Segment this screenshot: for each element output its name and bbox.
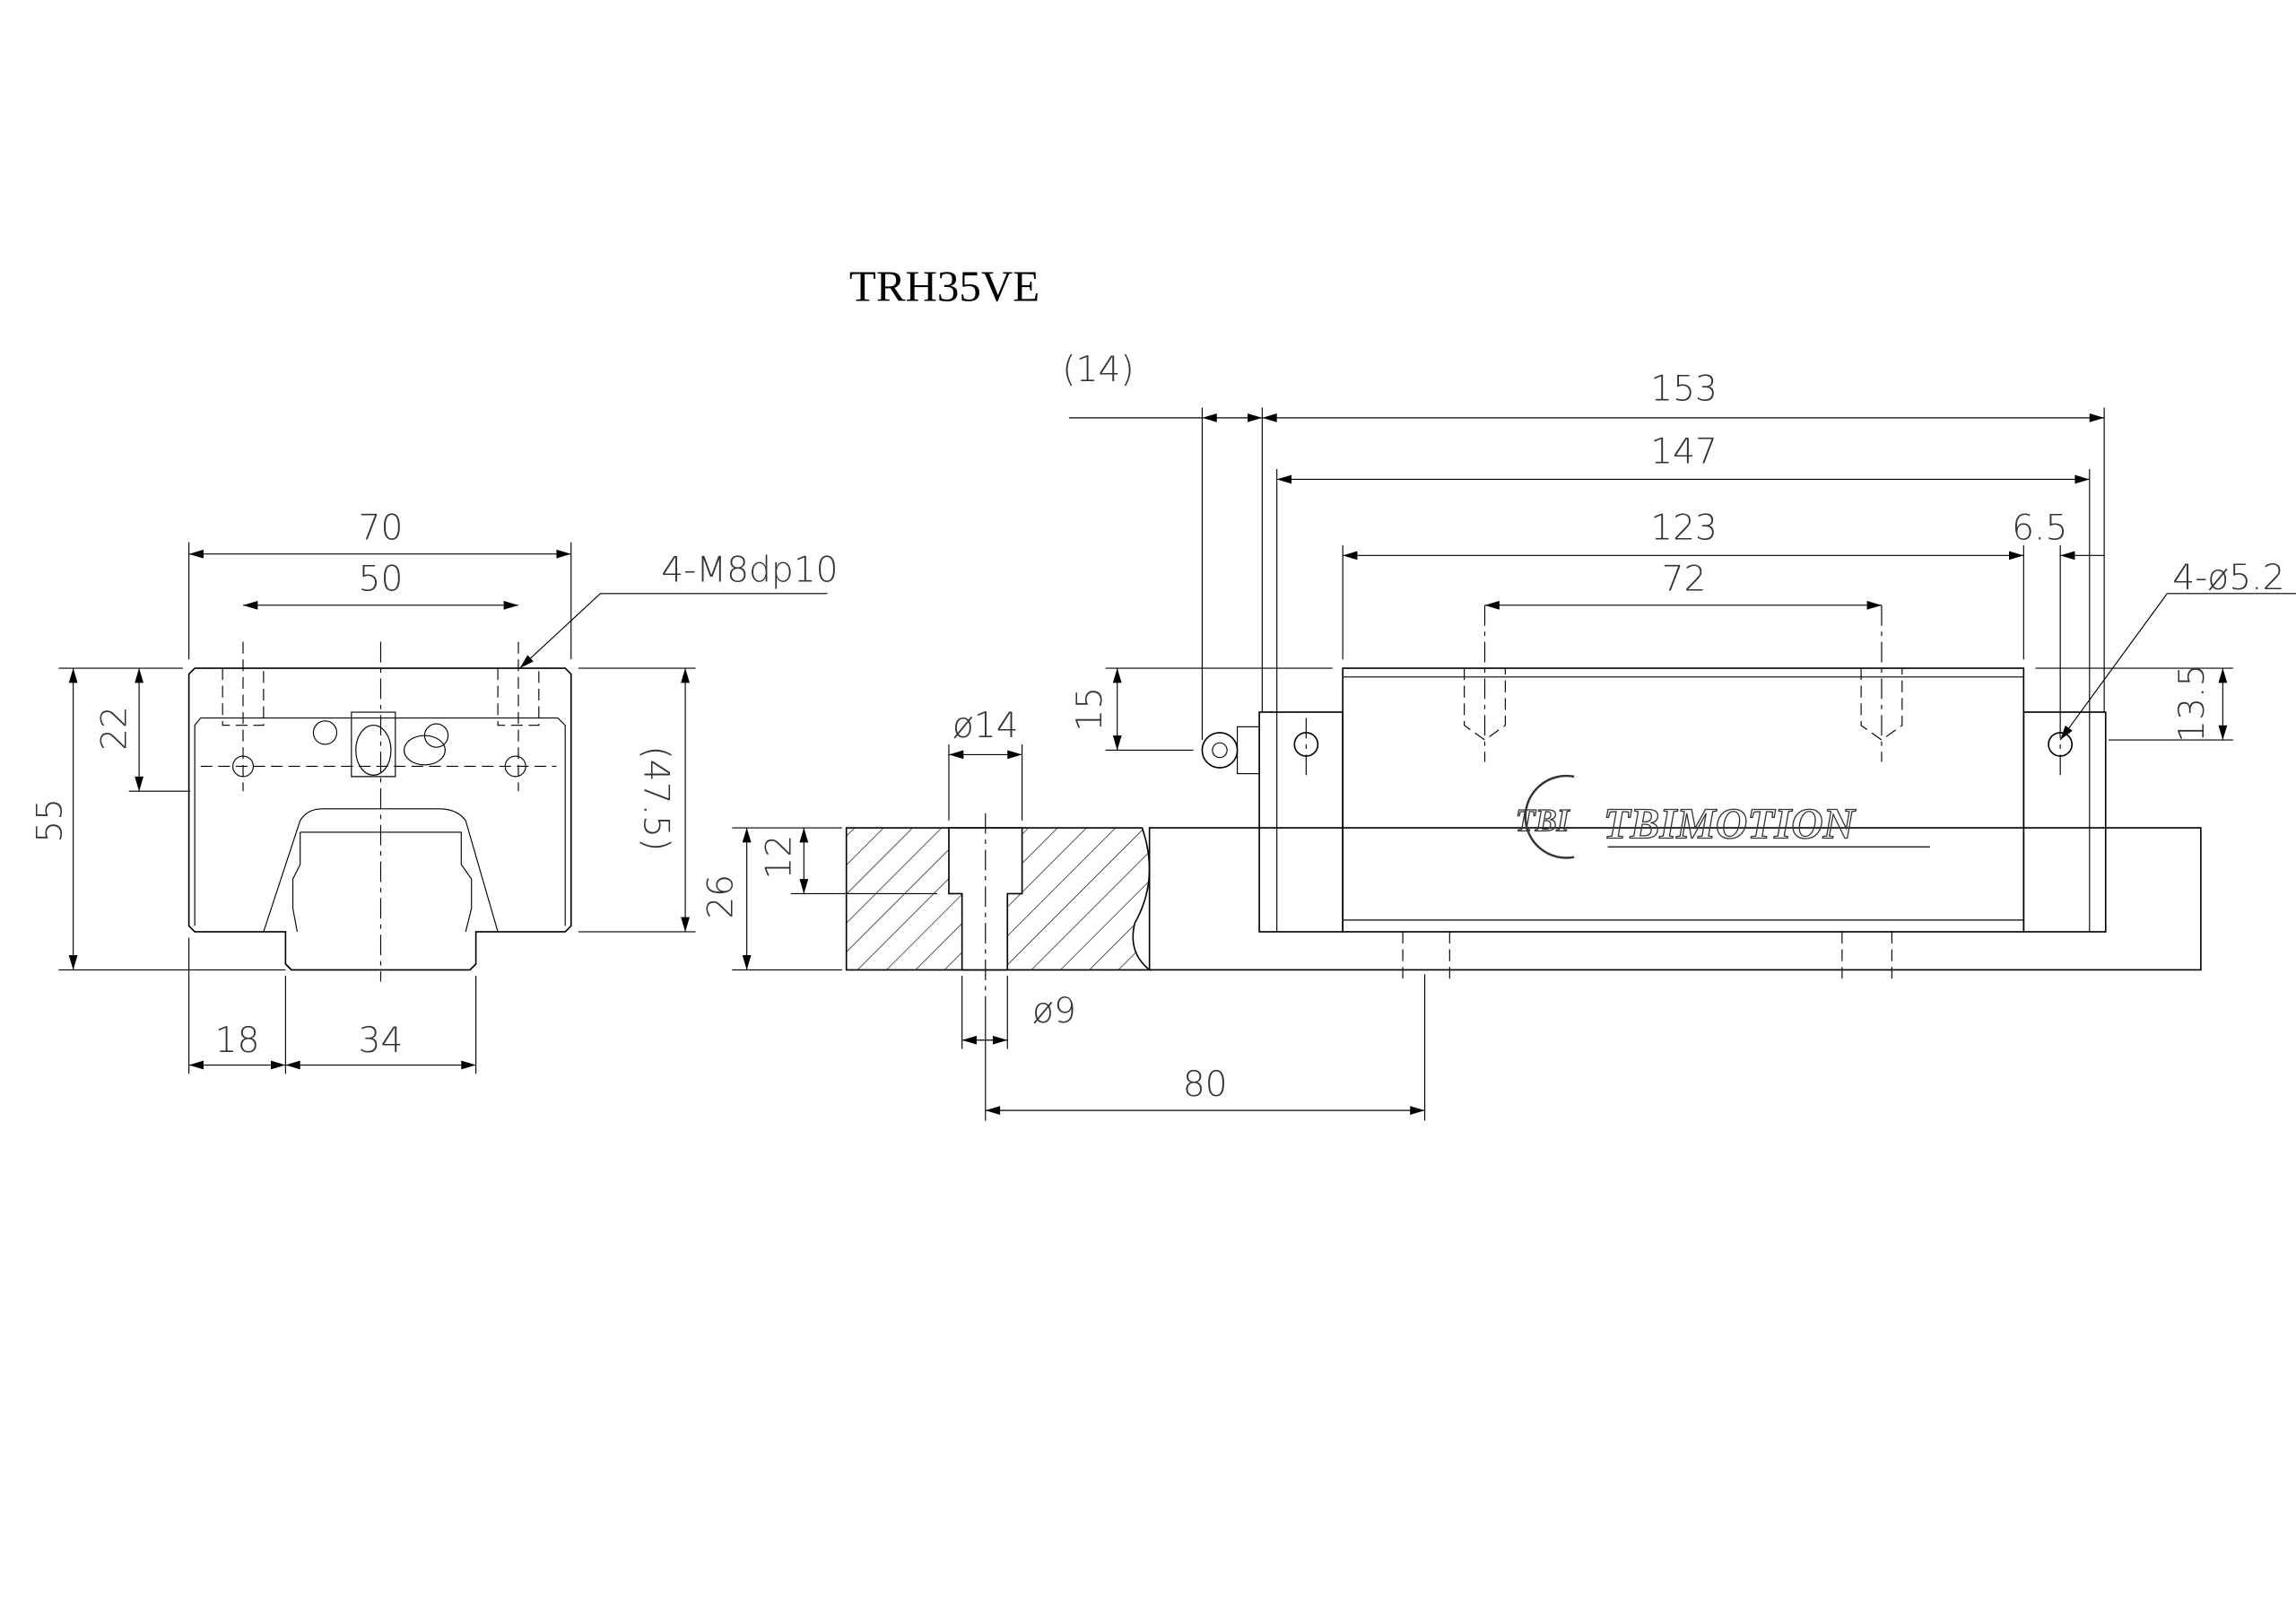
rail <box>1148 827 2202 971</box>
side-view: TBI TBIMOTION (14) 153 147 123 6.5 72 15… <box>1062 350 2296 985</box>
grease-nipple-icon <box>355 725 392 776</box>
dim-body-seals: 147 <box>1650 431 1718 472</box>
dim-rail-width: 34 <box>359 1021 404 1061</box>
tap-callout: 4-M8dp10 <box>661 551 838 591</box>
dim-hole-height: 22 <box>94 706 135 751</box>
dim-overall-length: 153 <box>1650 369 1718 409</box>
dim-counterbore-depth: 12 <box>760 835 800 880</box>
hole-callout: 4-ø5.2 <box>2172 558 2284 598</box>
front-view: 70 50 4-M8dp10 55 22 (47.5) 18 34 <box>30 508 839 1074</box>
drawing-title: TRH35VE <box>849 261 1039 310</box>
dim-hole-spacing: 72 <box>1662 560 1707 600</box>
dim-hole-spacing: 50 <box>359 560 404 600</box>
grease-nipple-icon <box>1201 732 1239 769</box>
dim-width: 70 <box>359 508 404 548</box>
dim-end-offset: 6.5 <box>2012 508 2067 548</box>
dim-body-length: 123 <box>1650 508 1718 548</box>
tbi-logo-icon <box>1524 774 1575 859</box>
dim-total-height: 55 <box>30 798 71 843</box>
dim-hole-pitch: 80 <box>1183 1065 1228 1105</box>
dim-counterbore-dia: ø14 <box>952 706 1019 746</box>
dim-rail-height: 26 <box>700 874 741 919</box>
logo-mark: TBI <box>1516 802 1570 838</box>
dim-edge-offset: 18 <box>215 1021 260 1061</box>
dim-nipple-height: 15 <box>1070 687 1110 732</box>
mount-hole-icon <box>504 755 526 778</box>
rail-section: ø14 26 12 ø9 80 <box>700 706 1426 1121</box>
dim-nipple-length: (14) <box>1062 350 1134 390</box>
mount-hole-icon <box>232 755 255 778</box>
dim-hole-height: 13.5 <box>2172 665 2213 743</box>
dim-block-height: (47.5) <box>635 745 675 851</box>
logo-text: TBIMOTION <box>1604 798 1857 848</box>
dim-hole-dia: ø9 <box>1032 991 1076 1031</box>
